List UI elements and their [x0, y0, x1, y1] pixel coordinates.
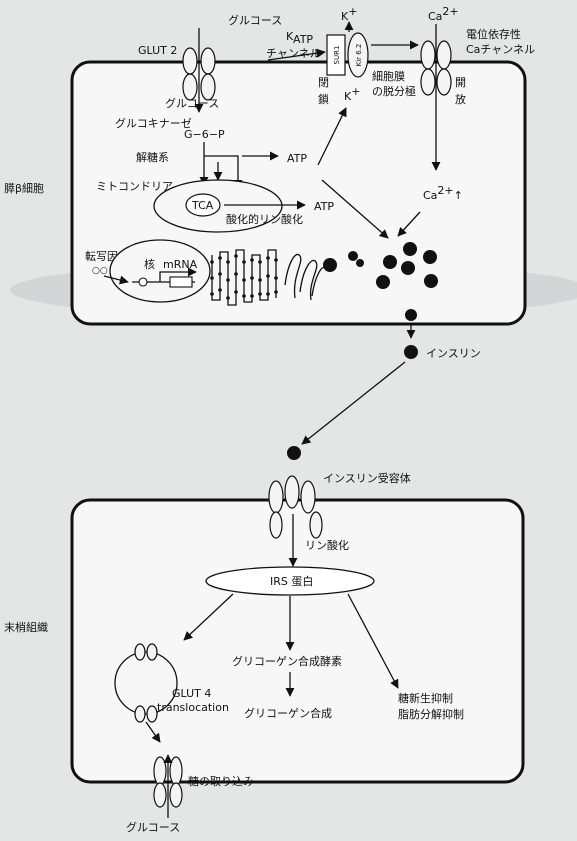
depolarization-1: 細胞膜	[372, 70, 405, 83]
gluconeo-label-2: 脂肪分解抑制	[398, 707, 464, 721]
irs-to-gluconeo-arrow	[347, 593, 399, 689]
kir-channel	[347, 32, 369, 78]
kir-label: Kir 6.2	[355, 44, 363, 67]
katp-arrow	[267, 48, 326, 61]
phosphorylation-label: リン酸化	[305, 538, 349, 552]
irs-label: IRS 蛋白	[270, 574, 313, 588]
nucleus-label: 核	[144, 257, 155, 271]
katp-label: KATP	[286, 30, 313, 46]
vdcc-label-2: Caチャンネル	[466, 43, 535, 56]
insulin-dot	[404, 345, 418, 359]
vdcc-label-1: 電位依存性	[466, 27, 521, 41]
glut2-channel	[182, 47, 216, 101]
secreting-granule	[405, 309, 417, 321]
closed-1: 閉	[318, 76, 329, 89]
depolarization-2: の脱分極	[372, 84, 416, 98]
translocation-arrow	[145, 721, 161, 743]
mitochondria-label: ミトコンドリア	[96, 180, 173, 193]
g6p-label: G−6−P	[184, 128, 225, 141]
tca-oval	[185, 193, 221, 217]
glut4-label-2: translocation	[157, 701, 229, 714]
uptake-label: 糖の取り込み	[188, 774, 254, 788]
katp-channel: SUR1 Kir 6.2	[326, 32, 369, 78]
k-plus-top-sup: +	[348, 5, 357, 18]
gene-box	[169, 276, 193, 288]
glut4-membrane-channel	[153, 756, 183, 808]
peripheral-tissue-label: 末梢組織	[4, 620, 48, 634]
k-plus-top: K+	[341, 5, 357, 23]
atp-to-katp-arrow	[317, 107, 347, 166]
k-plus-top-k: K	[341, 10, 349, 23]
mrna-label: mRNA	[163, 258, 198, 271]
insulin-to-receptor-arrow	[301, 361, 406, 445]
ca-top-sup: 2+	[442, 5, 458, 18]
ca-up-arrow: ↑	[454, 189, 463, 202]
insulin-receptor	[268, 475, 323, 539]
insulin-bound-dot	[287, 446, 301, 460]
glut4-vesicle-channels	[134, 643, 158, 723]
k-plus-bottom: K+	[344, 85, 360, 103]
insulin-label: インスリン	[426, 347, 481, 360]
glucose-outside-label: グルコース	[228, 13, 282, 27]
irs-oval	[205, 566, 375, 596]
closed-2: 鎖	[318, 92, 329, 106]
glut4-vesicle	[114, 651, 178, 715]
glut2-label: GLUT 2	[138, 44, 177, 57]
ca-in-sup: 2+	[437, 184, 453, 197]
promoter-circle	[138, 277, 148, 287]
transcription-arrow	[159, 267, 197, 282]
receptor-label: インスリン受容体	[323, 471, 411, 485]
tf-arrow	[103, 275, 129, 285]
ca-in-label: Ca2+↑	[423, 184, 463, 202]
gluconeo-label-1: 糖新生抑制	[398, 691, 453, 705]
glut4-label-1: GLUT 4	[172, 687, 211, 700]
beta-cell-label: 膵β細胞	[4, 182, 44, 195]
glycogen-synthesis-label: グリコーゲン合成	[244, 706, 332, 720]
open-1: 開	[455, 76, 466, 89]
atp2-label: ATP	[314, 200, 334, 213]
peripheral-cell-membrane	[70, 498, 525, 784]
insulin-granules	[323, 242, 438, 289]
ca-channel	[420, 40, 452, 96]
oxphos-label: 酸化的リン酸化	[226, 212, 303, 226]
glycolysis-branch-arrow	[204, 155, 243, 189]
glucokinase-label: グルコキナーゼ	[115, 116, 192, 130]
katp-k: K	[286, 30, 294, 43]
ca-to-granule-arrow	[397, 211, 421, 237]
ca-top: Ca	[428, 10, 442, 23]
k-plus-bottom-k: K	[344, 90, 352, 103]
glycogen-synthase-label: グリコーゲン合成酵素	[232, 654, 342, 668]
atp-to-granule-arrow	[321, 179, 389, 239]
nucleus-oval	[109, 239, 211, 303]
glucose-inside-label: グルコース	[165, 96, 219, 110]
tca-label: TCA	[191, 199, 214, 212]
irs-to-glut4-arrow	[183, 593, 234, 641]
ca-top-label: Ca2+	[428, 5, 459, 23]
ca-in: Ca	[423, 189, 437, 202]
katp-sub: ATP	[293, 33, 313, 46]
endoplasmic-reticulum	[211, 249, 277, 306]
glycolysis-label: 解糖系	[136, 150, 169, 164]
katp-channel-label: チャンネル	[266, 47, 321, 60]
k-plus-bottom-sup: +	[351, 85, 360, 98]
sur1-label: SUR1	[333, 46, 341, 65]
tf-symbol: ○○	[92, 266, 108, 276]
sur1-box	[326, 34, 346, 76]
glucose-bottom-label: グルコース	[126, 820, 180, 834]
open-2: 放	[455, 92, 466, 106]
ribosome-dots	[210, 254, 278, 300]
atp1-label: ATP	[287, 152, 307, 165]
